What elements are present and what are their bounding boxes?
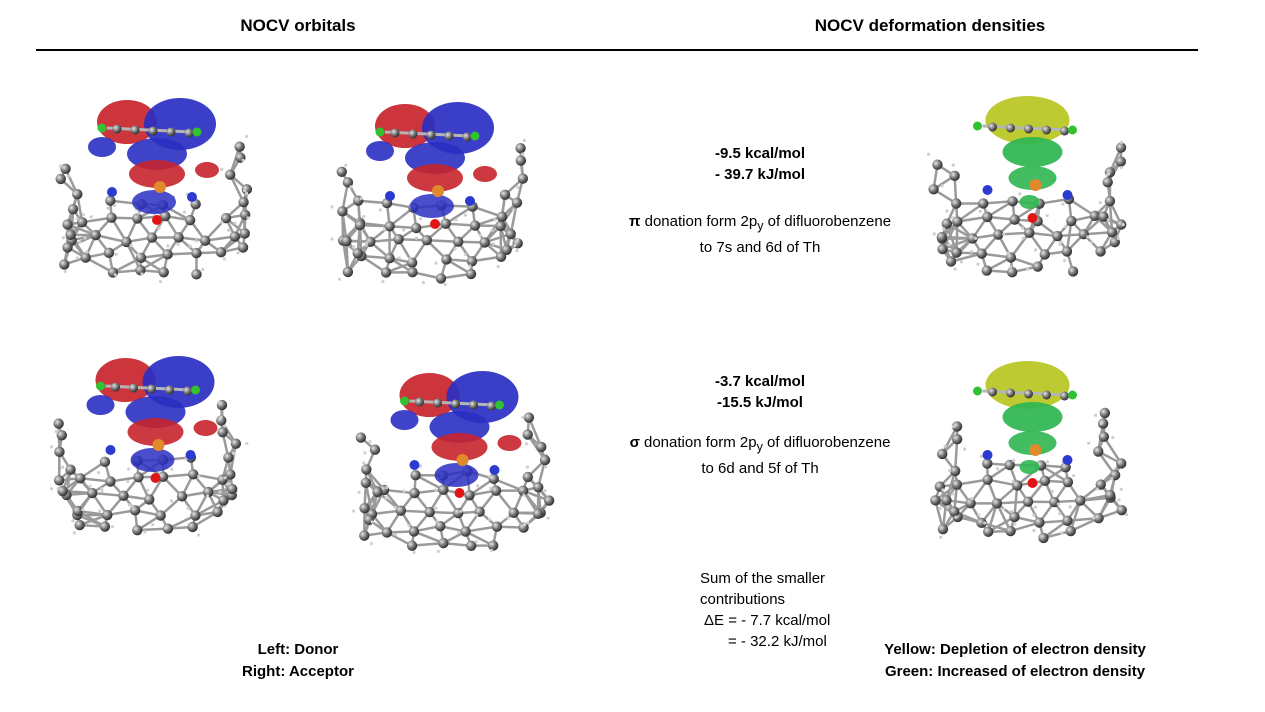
row2-symbol: σ [629,434,640,451]
header-orbitals: NOCV orbitals [240,16,356,35]
row1-desc-pre: donation form 2p [640,213,758,230]
orbital-acceptor-row2-image [352,371,555,555]
deformation-density-row1-image [926,96,1127,278]
row2-energy-kcal: -3.7 kcal/mol [714,373,806,390]
legend-green: Green: Increased of electron density [884,663,1146,680]
legend-acceptor: Right: Acceptor [242,663,354,680]
legend-donor: Left: Donor [257,641,339,658]
orbital-donor-row1-image [55,98,253,284]
summary-line4: = - 32.2 kJ/mol [728,633,827,650]
row2-description-line2: to 6d and 5f of Th [701,460,819,477]
row2-desc-post: of difluorobenzene [762,434,891,451]
row1-description-line1: π donation form 2py of difluorobenzene [590,211,930,237]
legend-density-colors: Yellow: Depletion of electron density Gr… [860,639,1170,683]
legend-donor-acceptor: Left: Donor Right: Acceptor [198,639,398,683]
row1-energy-kj: - 39.7 kJ/mol [714,166,806,183]
row1-description-line2: to 7s and 6d of Th [699,239,821,256]
row2-energy: -3.7 kcal/mol -15.5 kJ/mol [620,371,900,413]
row1-description: π donation form 2py of difluorobenzene t… [590,211,930,258]
deformation-density-row2-image [930,361,1129,544]
orbital-acceptor-row1-image [330,102,529,287]
legend-yellow: Yellow: Depletion of electron density [884,641,1146,658]
row2-energy-kj: -15.5 kJ/mol [717,394,803,411]
row2-description: σ donation form 2py of difluorobenzene t… [590,432,930,479]
row1-desc-sub: y [757,219,764,233]
summary-line3: ΔE = - 7.7 kcal/mol [704,612,831,629]
row2-desc-sub: y [756,440,763,454]
header-divider [36,49,1198,51]
summary-line1: Sum of the smaller [700,570,826,587]
row1-symbol: π [628,213,641,230]
row1-energy-kcal: -9.5 kcal/mol [714,145,806,162]
row2-desc-pre: donation form 2p [639,434,757,451]
row1-energy: -9.5 kcal/mol - 39.7 kJ/mol [620,143,900,185]
summary-line2: contributions [700,591,786,608]
orbital-donor-row2-image [49,356,249,537]
summary-block: Sum of the smaller contributions ΔE = - … [700,568,900,652]
row1-desc-post: of difluorobenzene [763,213,892,230]
row2-description-line1: σ donation form 2py of difluorobenzene [590,432,930,458]
header-densities: NOCV deformation densities [814,16,1046,35]
